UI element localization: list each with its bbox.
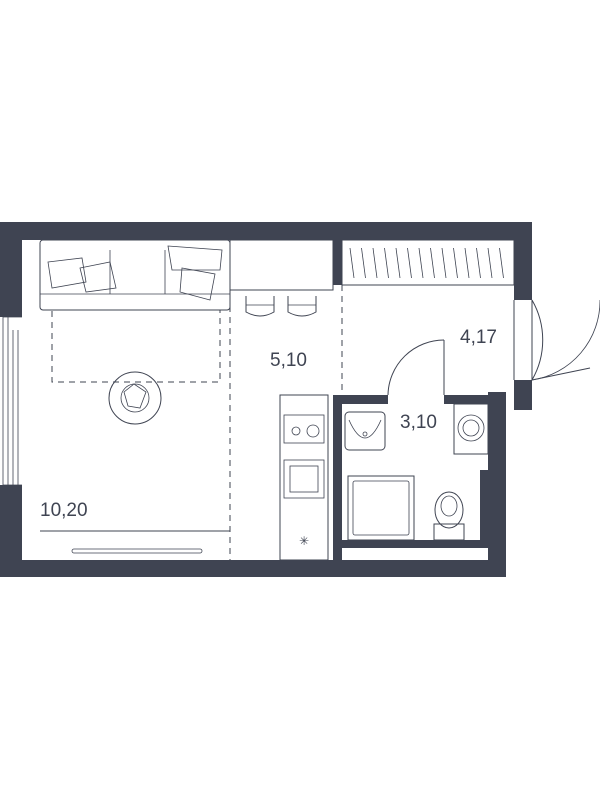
wardrobe-hanger (372, 247, 378, 279)
tv-stand (40, 530, 230, 554)
wardrobe-hanger (464, 247, 470, 279)
bar-counter (229, 239, 334, 291)
kitchen-counter: ✳ (279, 394, 329, 561)
wardrobe-hanger (441, 247, 447, 279)
bar-stool (287, 296, 317, 317)
wardrobe-hanger (499, 247, 504, 279)
wardrobe-hanger (476, 247, 481, 279)
zone-separators (229, 240, 343, 560)
coffee-table (108, 371, 162, 425)
wardrobe-hanger (395, 247, 401, 279)
area-label-kitchen: 5,10 (270, 350, 307, 371)
wardrobe-hanger (418, 247, 424, 279)
area-label-bathroom: 3,10 (400, 412, 437, 433)
wardrobe-hanger (430, 247, 435, 279)
wardrobe-hanger (407, 247, 412, 279)
bathroom-door (387, 339, 445, 396)
rug (51, 309, 221, 383)
exterior-walls (0, 222, 532, 577)
toilet (433, 491, 465, 541)
area-label-living-room: 10,20 (40, 500, 88, 521)
wardrobe-hanger (453, 247, 458, 279)
interior-walls (333, 240, 488, 560)
star-icon: ✳ (299, 534, 309, 548)
wardrobe-hanger (361, 247, 366, 279)
window-left (2, 316, 22, 486)
bar-stool (245, 296, 275, 317)
wardrobe-hanger (349, 247, 355, 279)
wardrobe (341, 239, 515, 286)
area-label-hallway: 4,17 (460, 327, 497, 348)
sofa (39, 239, 231, 311)
sink (344, 411, 386, 451)
wardrobe-hanger (487, 247, 493, 279)
shower (347, 475, 415, 541)
washing-machine (453, 403, 489, 455)
wardrobe-hanger (384, 247, 389, 279)
entrance-door (513, 299, 600, 381)
